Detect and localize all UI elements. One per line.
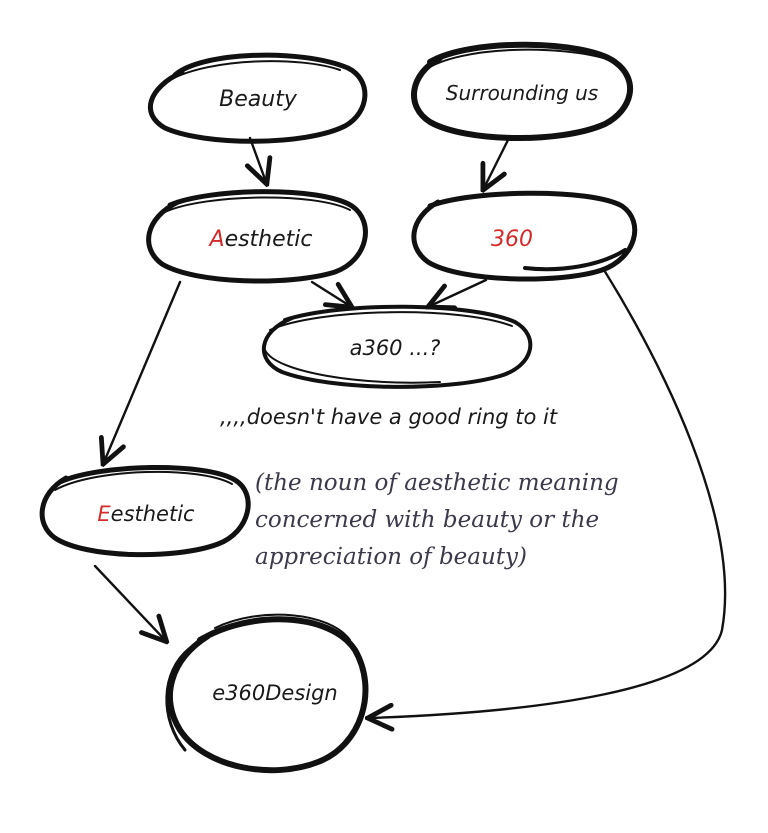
definition-line-3: appreciation of beauty): [255, 544, 527, 570]
node-beauty-label: Beauty: [219, 87, 298, 112]
arrow-beauty-to-aesthetic: [250, 136, 266, 182]
node-eesthetic: Eesthetic: [39, 465, 251, 558]
arrow-360-to-a360: [430, 278, 488, 306]
node-360-outline: [411, 190, 638, 282]
node-360-label: 360: [491, 227, 533, 252]
node-aesthetic-rest: esthetic: [225, 227, 313, 252]
arrow-aesthetic-to-eesthetic: [104, 280, 182, 462]
node-aesthetic-label: Aesthetic: [208, 227, 313, 252]
node-e360design-outline: [166, 616, 369, 774]
arrow-360-to-e360design: [370, 268, 727, 718]
node-eesthetic-accent: E: [97, 502, 111, 526]
node-e360design-label: e360Design: [212, 681, 338, 705]
node-beauty-outline: [147, 52, 368, 144]
node-surrounding-outline: [411, 41, 634, 141]
node-eesthetic-outline-extra: [54, 470, 233, 491]
node-aesthetic-accent: A: [208, 227, 225, 252]
node-aesthetic: Aesthetic: [146, 189, 368, 284]
node-e360design: e360Design: [165, 613, 369, 774]
arrow-aesthetic-to-a360: [310, 280, 350, 306]
node-eesthetic-rest: esthetic: [111, 502, 195, 526]
node-a360-outline-extra: [269, 311, 513, 331]
node-360-outline-extra: [523, 248, 627, 272]
node-aesthetic-outline: [146, 189, 368, 284]
definition-block: (the noun of aesthetic meaning concerned…: [255, 470, 619, 570]
node-eesthetic-label: Eesthetic: [97, 502, 195, 526]
node-surrounding-outline-extra: [424, 48, 611, 71]
node-a360-outline-extra-2: [264, 349, 441, 384]
arrow-eesthetic-to-e360design: [93, 564, 165, 640]
node-a360-outline: [262, 304, 533, 389]
node-360: 360: [411, 190, 638, 282]
definition-line-1: (the noun of aesthetic meaning: [255, 470, 619, 496]
definition-line-2: concerned with beauty or the: [255, 507, 599, 533]
node-beauty-outline-extra: [169, 60, 341, 81]
node-surrounding-us: Surrounding us: [411, 41, 634, 141]
node-a360: a360 ...?: [262, 304, 533, 389]
ring-note: ,,,,doesn't have a good ring to it: [220, 405, 558, 429]
node-surrounding-label: Surrounding us: [446, 81, 598, 105]
node-eesthetic-outline: [39, 465, 251, 558]
node-e360design-outline-extra: [165, 646, 192, 752]
node-a360-label: a360 ...?: [350, 336, 441, 360]
node-beauty: Beauty: [147, 52, 368, 144]
node-e360design-outline-extra-2: [214, 613, 351, 641]
arrow-surrounding-to-360: [484, 134, 512, 188]
node-aesthetic-outline-extra: [164, 196, 351, 213]
